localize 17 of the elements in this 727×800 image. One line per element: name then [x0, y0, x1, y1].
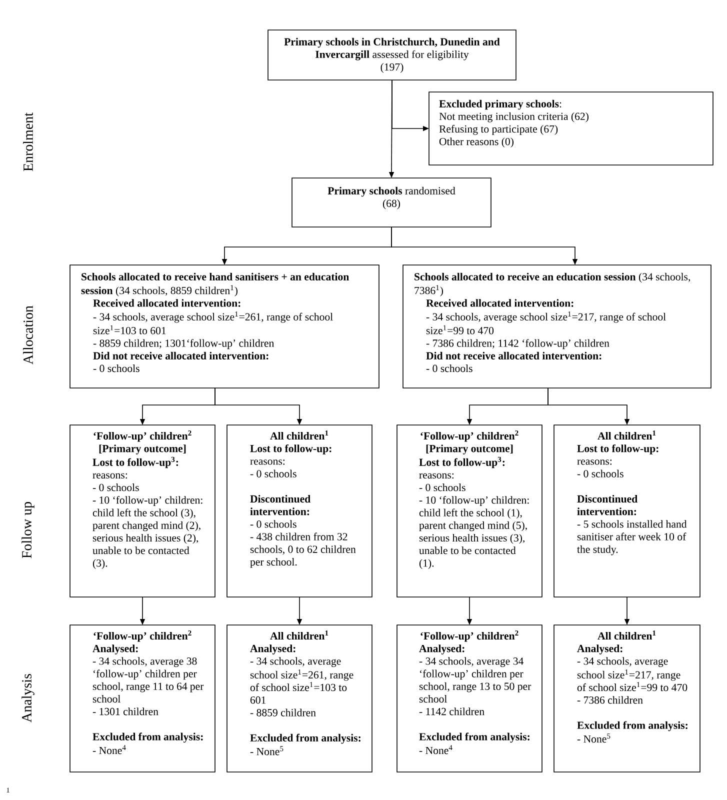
- stage-label: Allocation: [23, 306, 33, 364]
- stage-label: Analysis: [22, 674, 34, 722]
- process-box: Primary schools randomised (68): [292, 178, 492, 228]
- stage-label: Follow up: [22, 502, 34, 558]
- process-box: ‘Follow-up’ children$^{2}$ [Primary outcome] Lost to follow-up$^{3}$: reasons: - 0 schools - 10 ‘follow-up’ children: child left the school (3), parent changed mind (2), serious health issues (2), unable to be contacted (3).: [70, 424, 216, 598]
- stage-label: Enrolment: [23, 112, 33, 172]
- process-box: ‘Follow-up’ children$^{2}$ Analysed: - 34 schools, average 34 ‘follow-up’ children per school, range 13 to 50 per school - 1142 children Excluded from analysis: - None$^{4}$: [396, 624, 542, 772]
- process-box: Schools allocated to receive an education session (34 schools, 7386$^{1}$) Received allocated intervention: - 34 schools, average school size$^{1}$=217, range of school size$^{1}$=99 to 470 - 7386 children; 1142 ‘follow-up’ children Did not receive allocated intervention: - 0 schools: [402, 264, 712, 388]
- process-box: All children$^{1}$ Analysed: - 34 schools, average school size$^{1}$=261, range of school size$^{1}$=103 to 601 - 8859 children Excluded from analysis: - None$^{5}$: [226, 624, 372, 772]
- process-box: All children$^{1}$ Lost to follow-up: reasons: - 0 schools Discontinued intervention: - 5 schools installed hand sanitiser after week 10 of the study.: [554, 424, 700, 598]
- process-box: ‘Follow-up’ children$^{2}$ Analysed: - 34 schools, average 38 ‘follow-up’ children per school, range 11 to 64 per school - 1301 children Excluded from analysis: - None$^{4}$: [70, 624, 216, 772]
- process-box: Primary schools in Christchurch, Dunedin and Invercargill assessed for eligibility (197): [268, 30, 516, 80]
- process-box: Excluded primary schools: Not meeting inclusion criteria (62) Refusing to participate (67) Other reasons (0): [428, 92, 714, 166]
- process-box: Schools allocated to receive hand sanitisers + an education session (34 schools, 8859 children$^{1}$) Received allocated intervention: - 34 schools, average school size$^{1}$=261, range of school size$^{1}$=103 to 601 - 8859 children; 1301‘follow-up’ children Did not receive allocated intervention: - 0 schools: [70, 264, 380, 388]
- process-box: All children$^{1}$ Analysed: - 34 schools, average school size$^{1}$=217, range of school size$^{1}$=99 to 470 - 7386 children Excluded from analysis: - None$^{5}$: [554, 624, 700, 772]
- process-box: All children$^{1}$ Lost to follow-up: reasons: - 0 schools Discontinued intervention: - 0 schools - 438 children from 32 schools, 0 to 62 children per school.: [226, 424, 372, 598]
- process-box: ‘Follow-up’ children$^{2}$ [Primary outcome] Lost to follow-up$^{3}$: reasons: - 0 schools - 10 ‘follow-up’ children: child left the school (1), parent changed mind (5), serious health issues (3), unable to be contacted (1).: [396, 424, 542, 598]
